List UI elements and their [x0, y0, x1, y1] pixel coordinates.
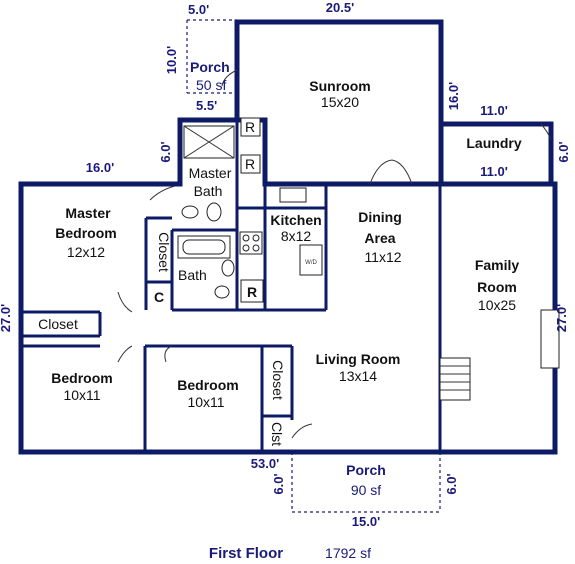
dim-sunroom-height: 16.0' — [446, 82, 461, 110]
floor-area: 1792 sf — [325, 545, 371, 561]
closet-c-label: C — [154, 289, 164, 305]
dim-laundry-height: 6.0' — [556, 141, 571, 162]
dim-front-porch-right: 6.0' — [444, 473, 459, 494]
closet-master-label: Closet — [156, 232, 172, 272]
bedroom-left-name: Bedroom — [51, 370, 112, 386]
sunroom-size: 15x20 — [321, 94, 359, 110]
washer-label: W/D — [305, 260, 317, 266]
bedroom-mid-size: 10x11 — [187, 394, 224, 410]
fridge-label-kitchen: R — [247, 284, 257, 300]
dim-house-height-right: 27.0' — [554, 304, 569, 332]
fridge-label-2: R — [245, 156, 255, 172]
closet-hall-label: Closet — [38, 316, 78, 332]
dining-name-line2: Area — [364, 230, 395, 246]
dim-laundry-width-bottom: 11.0' — [480, 164, 508, 179]
closet-small-label: Clst — [269, 422, 285, 446]
dim-house-width-bottom: 53.0' — [251, 456, 279, 471]
floor-title: First Floor — [209, 545, 283, 562]
front-porch-outline — [291, 452, 441, 513]
dim-porch-back-width: 5.0' — [188, 2, 209, 17]
master-bedroom-name-line1: Master — [65, 205, 111, 221]
family-room-name-line1: Family — [475, 257, 520, 273]
dim-house-height-left: 27.0' — [0, 304, 13, 332]
back-porch-area: 50 sf — [196, 77, 226, 93]
laundry-name: Laundry — [466, 135, 521, 151]
dim-sunroom-width: 20.5' — [326, 0, 354, 15]
fridge-label-1: R — [245, 119, 255, 135]
family-room-name-line2: Room — [477, 279, 517, 295]
dim-porch-back-inner: 5.5' — [196, 98, 217, 113]
master-bedroom-size: 12x12 — [67, 244, 105, 260]
living-room-name: Living Room — [316, 351, 401, 367]
master-bedroom-name-line2: Bedroom — [55, 225, 116, 241]
master-bath-name-line2: Bath — [194, 183, 223, 199]
bath-name: Bath — [178, 267, 207, 283]
master-bath-name-line1: Master — [189, 165, 232, 181]
exterior-walls — [18, 19, 558, 455]
dining-name-line1: Dining — [358, 209, 402, 225]
back-porch-outline — [186, 19, 237, 94]
dim-left-wing-width: 16.0' — [86, 160, 114, 175]
sunroom-name: Sunroom — [309, 78, 370, 94]
bedroom-left-size: 10x11 — [63, 387, 100, 403]
dim-laundry-width-top: 11.0' — [480, 103, 508, 118]
kitchen-size: 8x12 — [281, 228, 312, 244]
back-porch-name: Porch — [190, 59, 230, 75]
front-porch-area: 90 sf — [351, 482, 381, 498]
dining-size: 11x12 — [364, 249, 401, 265]
dim-bath-offset: 6.0' — [158, 141, 173, 162]
family-room-size: 10x25 — [478, 297, 516, 313]
dim-front-porch-width: 15.0' — [352, 514, 380, 529]
dim-porch-back-height: 10.0' — [164, 46, 179, 74]
interior-walls — [21, 120, 442, 452]
bedroom-mid-name: Bedroom — [177, 377, 238, 393]
fixtures — [117, 69, 560, 439]
kitchen-name: Kitchen — [270, 212, 321, 228]
dim-front-porch-left: 6.0' — [271, 473, 286, 494]
front-porch-name: Porch — [346, 462, 386, 478]
living-room-size: 13x14 — [339, 368, 377, 384]
closet-bedroom-label: Closet — [270, 360, 286, 400]
